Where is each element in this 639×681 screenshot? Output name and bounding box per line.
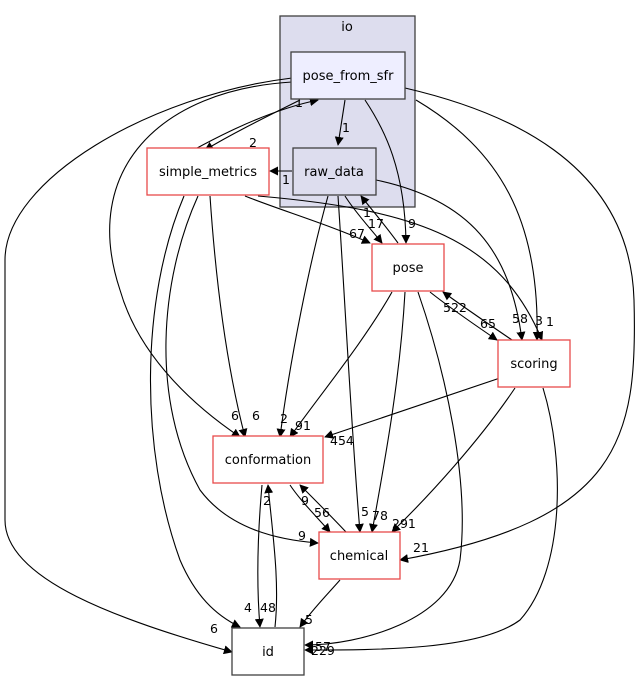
edge-pfs-to-chem[interactable] [399, 87, 635, 563]
edge-label-rd-to-scoring: 58 [512, 311, 528, 326]
edge-pose-to-chem[interactable] [369, 291, 406, 533]
node-label-chemical: chemical [330, 549, 388, 564]
edge-chem-to-id[interactable] [299, 579, 341, 628]
edge-label-chem-to-conf: 9 [301, 493, 309, 508]
edges [4, 77, 635, 655]
edge-pfs-to-scoring[interactable] [415, 99, 542, 341]
node-pose[interactable]: pose [371, 243, 445, 292]
node-label-conformation: conformation [225, 453, 312, 468]
edge-rd-to-scoring[interactable] [375, 179, 526, 341]
edge-pfs-to-sm[interactable] [204, 99, 301, 151]
edge-chem-to-conf[interactable] [299, 484, 347, 533]
edge-label-pose-to-rd: 17 [368, 216, 384, 231]
edge-label-rd-to-sm: 1 [282, 172, 290, 187]
edge-label-sm-to-id: 4 [244, 600, 252, 615]
edge-sm-to-conf[interactable] [209, 195, 248, 438]
node-conformation[interactable]: conformation [212, 435, 324, 484]
edge-label-conf-to-id: 48 [260, 600, 276, 615]
edge-label-scoring-to-id: 229 [311, 643, 335, 658]
edge-pose-to-rd[interactable] [360, 195, 399, 244]
node-label-raw-data: raw_data [304, 165, 364, 180]
edge-scoring-to-chem[interactable] [391, 387, 516, 533]
edge-scoring-to-id[interactable] [304, 387, 558, 655]
node-label-simple-metrics: simple_metrics [159, 165, 257, 180]
edge-id-to-conf[interactable] [264, 484, 278, 628]
edge-label-sm-to-chem: 9 [298, 528, 306, 543]
edge-pose-to-scoring[interactable] [429, 291, 498, 341]
edge-label-scoring-to-chem: 291 [392, 516, 416, 531]
edge-conf-to-chem[interactable] [289, 484, 331, 533]
edge-pose-to-conf[interactable] [289, 291, 393, 438]
cluster-io-label: io [341, 20, 353, 35]
edge-label-pfs-to-sm: 2 [249, 135, 257, 150]
edge-pfs-to-rd[interactable] [334, 99, 346, 146]
edge-pose-to-id[interactable] [304, 291, 463, 650]
node-scoring[interactable]: scoring [497, 339, 571, 388]
edge-conf-to-id[interactable] [254, 484, 264, 628]
edge-label-id-to-conf: 2 [263, 493, 271, 508]
edge-rd-to-pose[interactable] [344, 195, 383, 244]
edge-pfs-to-pose[interactable] [364, 99, 411, 244]
node-id[interactable]: id [231, 627, 305, 676]
edge-label-pfs-to-scoring: 3 [535, 313, 543, 328]
edge-label-scoring-to-conf: 454 [330, 433, 354, 448]
edge-label-rd-to-chem: 5 [361, 504, 369, 519]
edge-label-pfs-to-chem: 21 [413, 540, 429, 555]
edge-label-pose-to-scoring: 65 [480, 316, 496, 331]
edge-label-sm-to-scoring: 1 [546, 314, 554, 329]
edge-label-sm-to-pfs: 1 [295, 95, 303, 110]
edge-label-pfs-to-id: 6 [210, 621, 218, 636]
edge-label-scoring-to-pose: 522 [443, 300, 467, 315]
edge-label-conf-to-chem: 56 [314, 505, 330, 520]
edge-label-pose-to-chem: 78 [372, 508, 388, 523]
edge-rd-to-chem[interactable] [337, 195, 364, 533]
edge-label-rd-to-conf: 2 [280, 411, 288, 426]
node-simple-metrics[interactable]: simple_metrics [146, 147, 270, 196]
edge-rd-to-conf[interactable] [276, 195, 329, 438]
edge-label-sm-to-pose: 67 [349, 226, 365, 241]
edge-label-pfs-to-pose: 9 [408, 216, 416, 231]
edge-sm-to-id[interactable] [149, 195, 241, 628]
edge-label-pfs-to-rd: 1 [342, 120, 350, 135]
node-chemical[interactable]: chemical [318, 531, 401, 580]
node-pose-from-sfr[interactable]: pose_from_sfr [290, 51, 406, 100]
node-label-scoring: scoring [510, 357, 557, 372]
edge-scoring-to-conf[interactable] [324, 377, 501, 439]
edge-sm-to-scoring[interactable] [257, 195, 544, 341]
node-label-pose: pose [393, 261, 424, 276]
edge-label-rd-to-pose: 1 [363, 205, 371, 220]
edge-label-pfs-to-conf: 6 [231, 408, 239, 423]
edge-label-chem-to-id: 5 [305, 612, 313, 627]
edge-scoring-to-pose[interactable] [442, 291, 513, 341]
node-label-id: id [262, 645, 274, 660]
edge-label-pose-to-id: 57 [315, 639, 331, 654]
edge-pfs-to-conf[interactable] [109, 81, 293, 438]
edge-label-pose-to-conf: 91 [295, 418, 311, 433]
edge-pfs-to-id[interactable] [4, 77, 293, 655]
edge-sm-to-pose[interactable] [244, 195, 371, 244]
node-label-pose-from-sfr: pose_from_sfr [303, 69, 395, 84]
edge-labels: 1 2 1 1 67 17 1 9 65 522 58 3 1 6 6 2 91… [210, 95, 554, 658]
node-raw-data[interactable]: raw_data [292, 147, 377, 196]
edge-label-sm-to-conf: 6 [252, 408, 260, 423]
edge-sm-to-chem[interactable] [165, 195, 319, 547]
